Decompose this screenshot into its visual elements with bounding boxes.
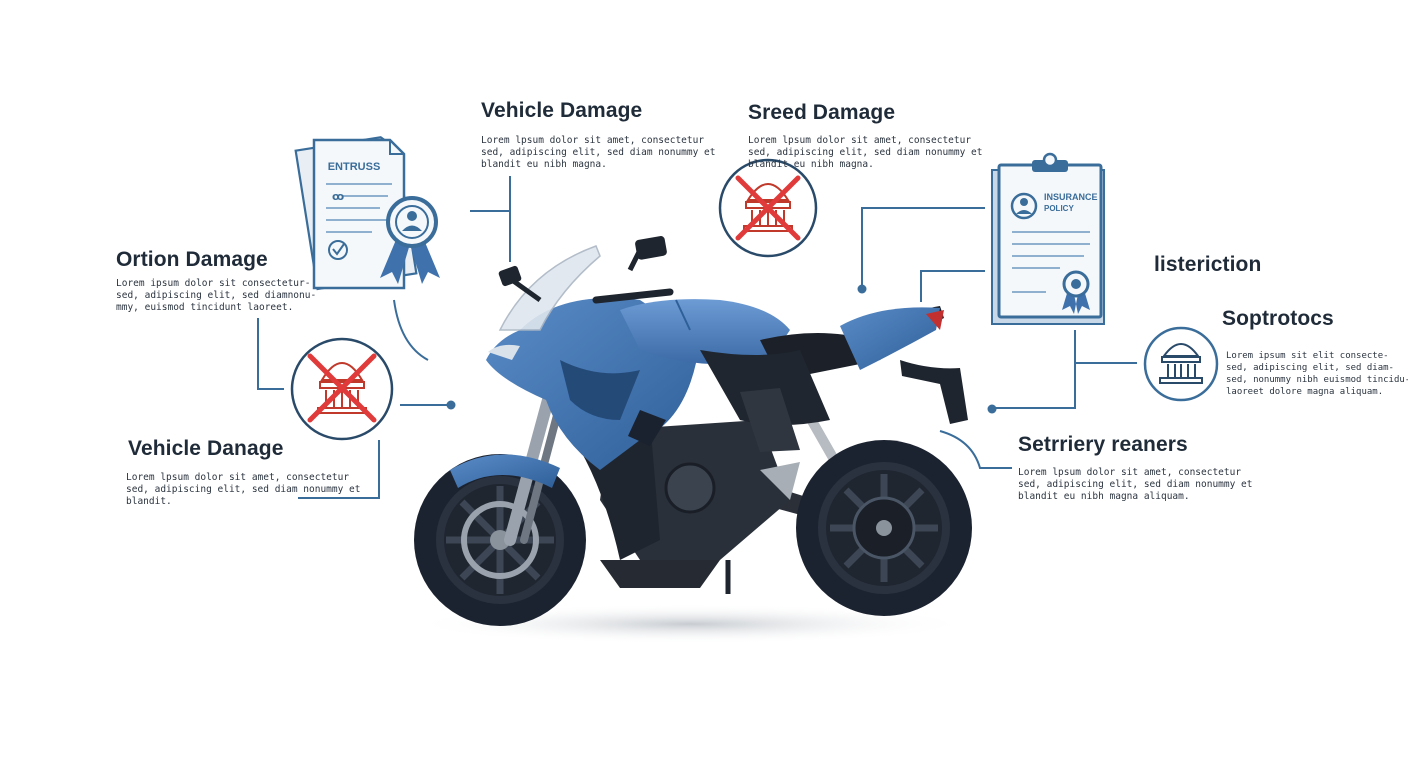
connector-vehicle-danage [298, 440, 380, 499]
ribbon-icon [380, 235, 440, 284]
heading-vehicle-danage: Vehicle Danage [128, 437, 284, 460]
connector-top-left [470, 176, 511, 262]
certificate-small-glyph: ꝏ [332, 191, 344, 203]
motorcycle-image [410, 236, 972, 644]
certificate-title: ENTRUSS [328, 161, 381, 173]
clipboard-ribbon [1062, 290, 1090, 314]
connector-certificate-arc [393, 299, 429, 361]
certificate-icon: ENTRUSS ꝏ [294, 136, 440, 291]
clipboard-text-lines [1012, 231, 1090, 293]
seal-person-head [407, 211, 417, 221]
connector-clipboard [920, 270, 985, 302]
heading-sreed-damage: Sreed Damage [748, 101, 896, 124]
clipboard-subtitle: POLICY [1044, 204, 1074, 213]
rear-wheel [796, 440, 972, 616]
text-setrriery-reaners: Lorem lpsum dolor sit amet, consectetur … [1018, 467, 1253, 502]
clipboard-icon: INSURANCE POLICY [991, 152, 1105, 325]
certificate-fold [389, 140, 404, 155]
certificate-check-circle [328, 240, 348, 260]
heading-setrriery-reaners: Setrriery reaners [1018, 433, 1188, 456]
no-bank-icon [718, 158, 818, 258]
connector-dot [987, 404, 997, 414]
text-soptrotocs: Lorem ipsum sit elit consecte- sed, adip… [1226, 351, 1408, 397]
bank-icon [1143, 326, 1219, 402]
heading-listeriction: listeriction [1154, 253, 1262, 276]
heading-ortion-damage: Ortion Damage [116, 248, 268, 271]
heading-soptrotocs: Soptrotocs [1222, 307, 1334, 330]
heading-vehicle-damage: Vehicle Damage [481, 99, 643, 122]
ground-shadow [410, 604, 970, 644]
connector-dots [446, 284, 997, 414]
no-bank-icon-left [290, 337, 394, 441]
connector-ortion [257, 318, 284, 390]
connector-right-vertical [993, 330, 1076, 409]
avatar-icon [1010, 192, 1038, 220]
connector-dot [446, 400, 456, 410]
connector-setrriery [939, 430, 1012, 469]
connector-dot [857, 284, 867, 294]
front-wheel [414, 454, 586, 626]
certificate-text-lines [326, 183, 392, 233]
text-vehicle-danage: Lorem lpsum dolor sit amet, consectetur … [126, 472, 361, 507]
text-vehicle-damage: Lorem lpsum dolor sit amet, consectetur … [481, 135, 716, 170]
fuel-tank [620, 299, 790, 365]
connector-lines [257, 176, 1137, 499]
windscreen [498, 245, 601, 331]
check-icon [332, 243, 345, 256]
connector-top-right [861, 207, 985, 287]
text-ortion-damage: Lorem ipsum dolor sit consectetur- sed, … [116, 278, 317, 313]
text-sreed-damage: Lorem lpsum dolor sit amet, consectetur … [748, 135, 983, 170]
clipboard-title: INSURANCE [1044, 192, 1098, 202]
seal-person-body [402, 225, 422, 231]
